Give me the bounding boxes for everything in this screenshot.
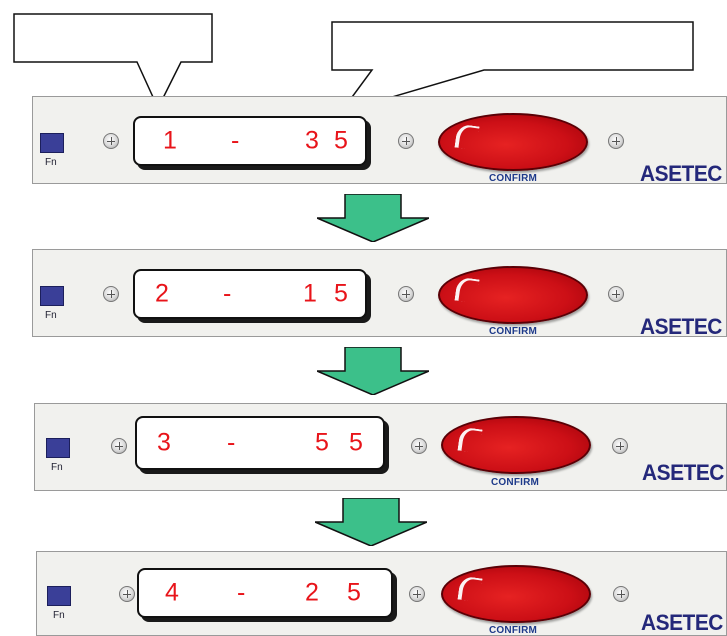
confirm-label: CONFIRM [489, 326, 538, 337]
display-dash: - [231, 126, 240, 155]
device-panel: Fn 2 - 1 5 CONFIRM ASETEC [32, 249, 727, 339]
display-digit: 3 [157, 428, 171, 457]
fn-label: Fn [45, 157, 57, 168]
confirm-button[interactable] [438, 113, 588, 171]
callouts [13, 13, 694, 114]
display-digit: 3 [305, 126, 319, 155]
segment-display: 2 - 1 5 [133, 269, 367, 319]
down-arrow-icon [315, 498, 427, 546]
display-digit: 5 [315, 428, 329, 457]
display-digit: 5 [349, 428, 363, 457]
confirm-button[interactable] [441, 565, 591, 623]
display-digit: 1 [303, 279, 317, 308]
screw-icon [613, 586, 629, 602]
screw-icon [103, 133, 119, 149]
screw-icon [612, 438, 628, 454]
screw-icon [398, 286, 414, 302]
screw-icon [608, 133, 624, 149]
screw-icon [411, 438, 427, 454]
display-dash: - [223, 279, 232, 308]
fn-button[interactable] [46, 438, 70, 458]
fn-button[interactable] [40, 133, 64, 153]
screw-icon [398, 133, 414, 149]
down-arrow-icon [317, 347, 429, 395]
display-digit: 2 [155, 279, 169, 308]
device-panel: Fn 4 - 2 5 CONFIRM ASETEC [36, 551, 727, 636]
display-digit: 5 [334, 279, 348, 308]
screw-icon [409, 586, 425, 602]
display-digit: 2 [305, 578, 319, 607]
confirm-button[interactable] [441, 416, 591, 474]
segment-display: 3 - 5 5 [135, 416, 385, 470]
screw-icon [608, 286, 624, 302]
display-dash: - [227, 428, 236, 457]
display-dash: - [237, 578, 246, 607]
confirm-label: CONFIRM [491, 477, 540, 488]
display-digit: 1 [163, 126, 177, 155]
confirm-label: CONFIRM [489, 173, 538, 184]
callout-left [13, 13, 213, 110]
fn-label: Fn [51, 462, 63, 473]
fn-button[interactable] [40, 286, 64, 306]
confirm-button[interactable] [438, 266, 588, 324]
callout-right [331, 21, 694, 114]
segment-display: 4 - 2 5 [137, 568, 393, 618]
brand-logo: ASETEC [640, 161, 722, 186]
fn-label: Fn [45, 310, 57, 321]
confirm-label: CONFIRM [489, 625, 538, 636]
segment-display: 1 - 3 5 [133, 116, 367, 166]
display-digit: 4 [165, 578, 179, 607]
down-arrow-icon [317, 194, 429, 242]
fn-button[interactable] [47, 586, 71, 606]
device-panel: Fn 3 - 5 5 CONFIRM ASETEC [34, 403, 727, 491]
screw-icon [103, 286, 119, 302]
brand-logo: ASETEC [640, 314, 722, 339]
brand-logo: ASETEC [642, 460, 724, 485]
fn-label: Fn [53, 610, 65, 621]
screw-icon [119, 586, 135, 602]
display-digit: 5 [334, 126, 348, 155]
screw-icon [111, 438, 127, 454]
display-digit: 5 [347, 578, 361, 607]
device-panel: Fn 1 - 3 5 CONFIRM ASETEC [32, 96, 727, 186]
brand-logo: ASETEC [641, 610, 723, 635]
